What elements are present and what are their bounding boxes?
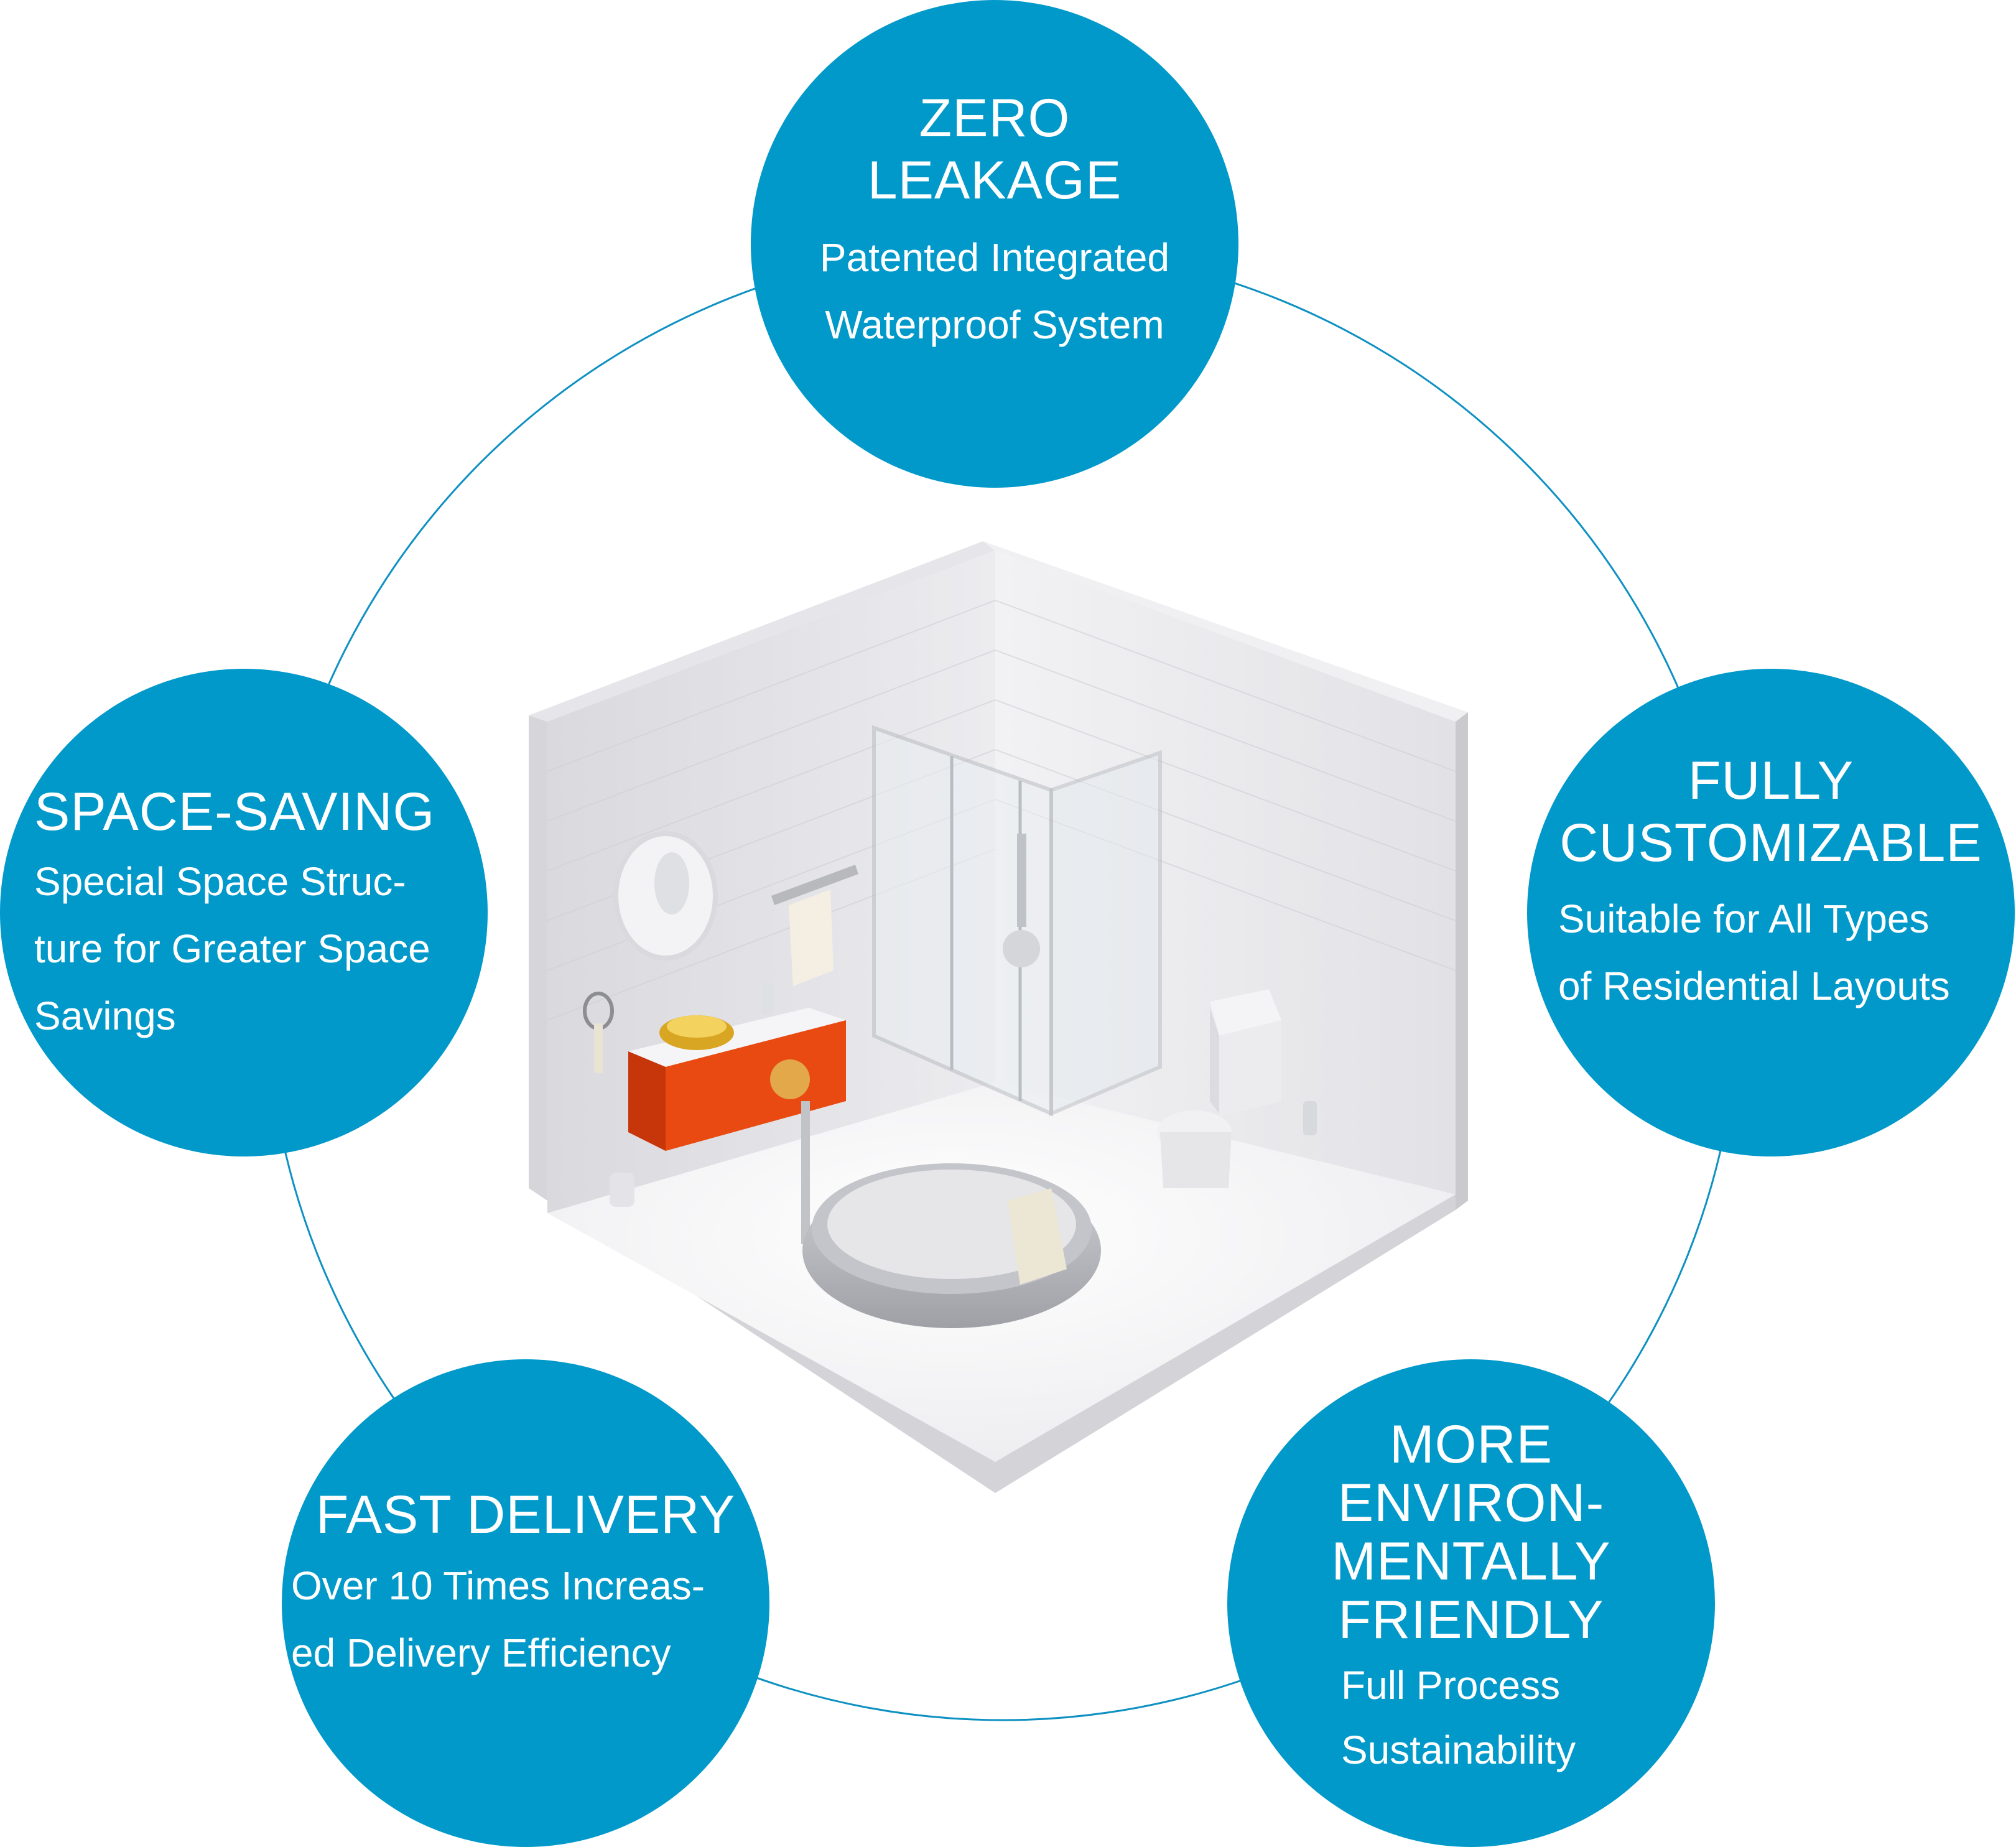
- feature-environmentally-friendly: MORE ENVIRON- MENTALLY FRIENDLY Full Pro…: [1227, 1359, 1715, 1847]
- trash-can: [610, 1173, 634, 1207]
- left-wall: [529, 715, 547, 1201]
- vanity-cabinet: [628, 983, 846, 1151]
- feature-description: Full Process Sustainability: [1227, 1653, 1715, 1782]
- title-line: FRIENDLY: [1338, 1590, 1604, 1650]
- feature-zero-leakage: ZERO LEAKAGE Patented Integrated Waterpr…: [751, 0, 1238, 488]
- desc-line: Savings: [34, 993, 176, 1038]
- feature-description: Patented Integrated Waterproof System: [751, 224, 1238, 358]
- wall-tiles: [547, 600, 1456, 1021]
- title-line: MENTALLY: [1331, 1532, 1611, 1591]
- shower-enclosure: [872, 725, 1162, 1117]
- title-line: CUSTOMIZABLE: [1559, 813, 1982, 873]
- feature-fully-customizable: FULLY CUSTOMIZABLE Suitable for All Type…: [1527, 669, 2015, 1156]
- desc-line: Special Space Struc-: [34, 859, 406, 904]
- feature-fast-delivery: FAST DELIVERY Over 10 Times Increas- ed …: [282, 1359, 769, 1847]
- desc-line: Suitable for All Types: [1558, 896, 1930, 941]
- feature-description: Special Space Struc- ture for Greater Sp…: [34, 848, 435, 1049]
- right-wall-edge: [1456, 712, 1468, 1210]
- feature-description: Suitable for All Types of Residential La…: [1527, 885, 2015, 1020]
- towel-rack: [771, 865, 858, 986]
- desc-line: Waterproof System: [825, 302, 1164, 347]
- desc-line: of Residential Layouts: [1558, 964, 1950, 1008]
- desc-line: ture for Greater Space: [34, 926, 430, 971]
- desc-line: Sustainability: [1341, 1728, 1576, 1772]
- feature-title: FAST DELIVERY: [282, 1484, 769, 1546]
- title-line: FAST DELIVERY: [315, 1485, 736, 1545]
- title-line: SPACE-SAVING: [34, 782, 435, 842]
- desc-line: Patented Integrated: [819, 235, 1170, 280]
- round-mirror: [613, 831, 718, 961]
- toilet-brush: [1303, 1101, 1317, 1135]
- bathtub: [802, 1163, 1101, 1328]
- title-line: ZERO: [919, 88, 1071, 148]
- title-line: FULLY: [1688, 751, 1854, 811]
- title-line: ENVIRON-: [1337, 1473, 1605, 1533]
- title-line: MORE: [1390, 1415, 1553, 1474]
- feature-title: FULLY CUSTOMIZABLE: [1527, 750, 2015, 874]
- feature-title: SPACE-SAVING: [34, 781, 435, 843]
- left-wall-top: [529, 541, 995, 722]
- title-line: LEAKAGE: [867, 151, 1122, 210]
- right-wall-top: [983, 541, 1468, 722]
- feature-space-saving: SPACE-SAVING Special Space Struc- ture f…: [0, 669, 488, 1156]
- desc-line: Full Process: [1341, 1663, 1561, 1708]
- feature-title: MORE ENVIRON- MENTALLY FRIENDLY: [1227, 1415, 1715, 1649]
- desc-line: ed Delivery Efficiency: [291, 1631, 671, 1675]
- toilet: [1157, 989, 1281, 1188]
- desc-line: Over 10 Times Increas-: [291, 1563, 705, 1608]
- feature-description: Over 10 Times Increas- ed Delivery Effic…: [282, 1552, 769, 1686]
- feature-title: ZERO LEAKAGE: [751, 87, 1238, 212]
- tub-faucet: [801, 1101, 810, 1244]
